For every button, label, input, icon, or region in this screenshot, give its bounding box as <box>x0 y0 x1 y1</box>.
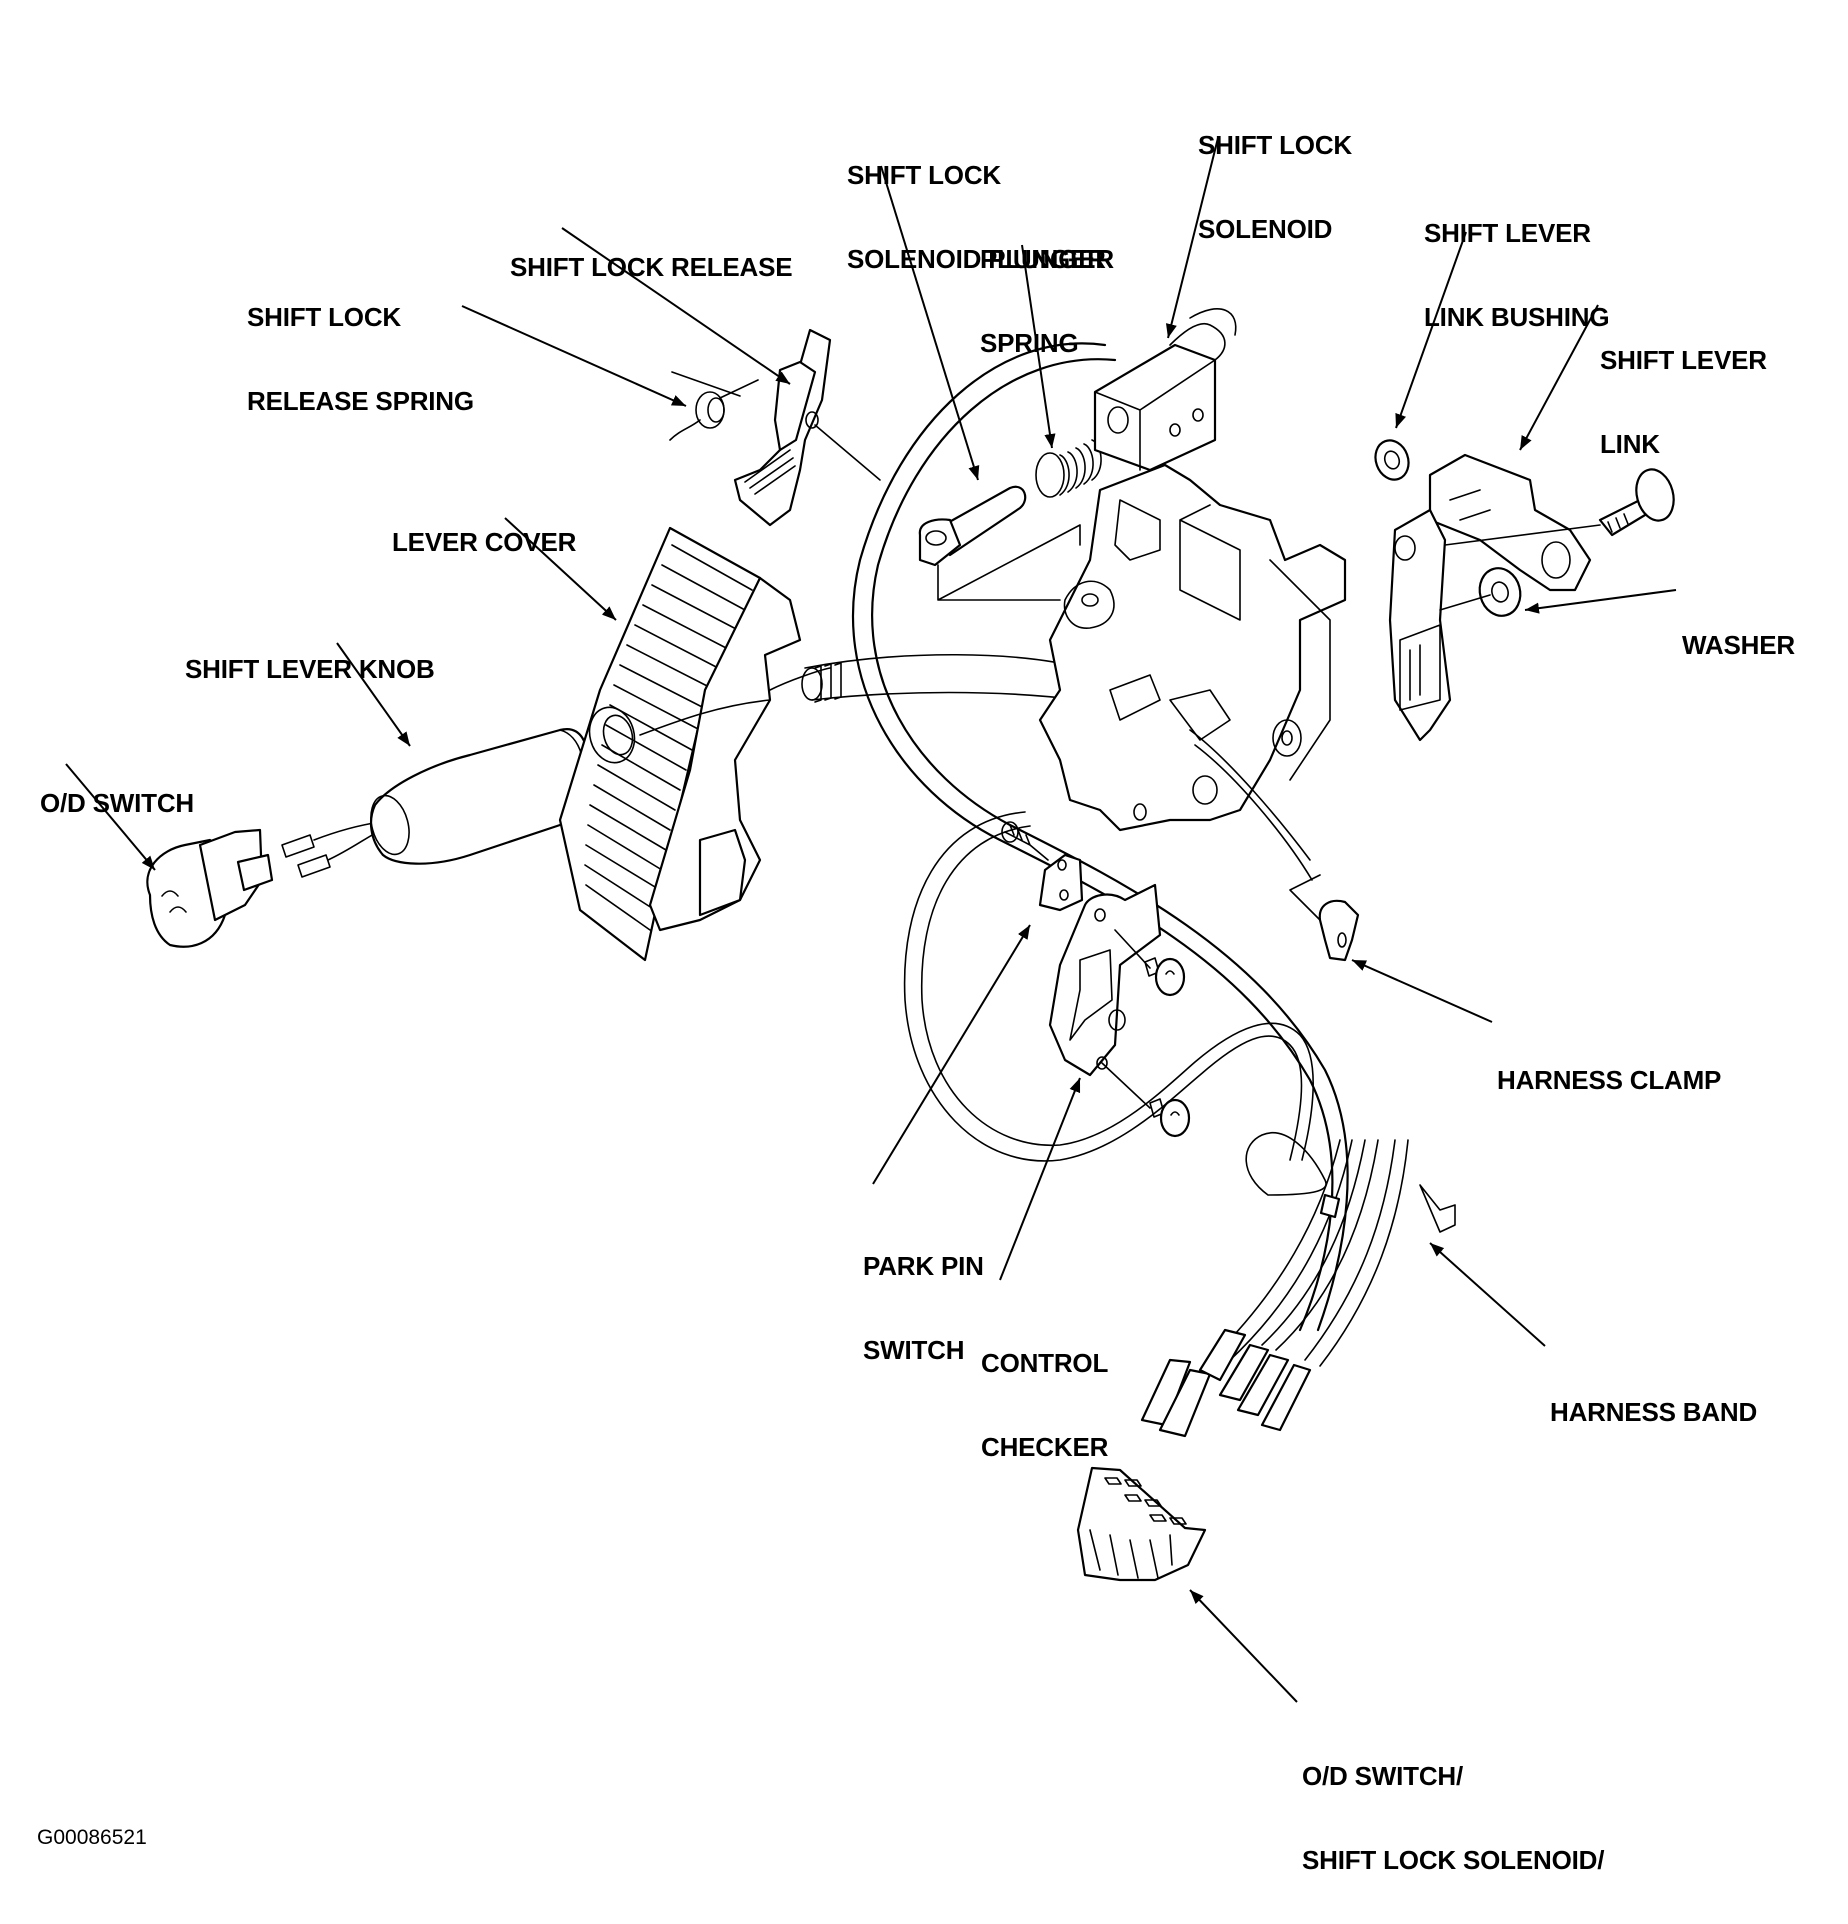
callout-line: PLUNGER <box>980 244 1106 274</box>
callout-shift-lever-link-bushing: SHIFT LEVER LINK BUSHING <box>1424 163 1610 387</box>
control-checker-part <box>1048 883 1191 1138</box>
shift-lock-release-part <box>733 328 881 527</box>
callout-control-checker: CONTROL CHECKER <box>981 1293 1108 1517</box>
shift-lever-bracket-part <box>1038 463 1347 881</box>
solenoid-plunger-part <box>918 485 1081 601</box>
callout-line: SHIFT LOCK <box>247 302 401 332</box>
lever-cover-part <box>558 526 831 962</box>
callout-line: HARNESS CLAMP <box>1497 1065 1722 1095</box>
callout-line: PARK PIN <box>863 1251 984 1281</box>
callout-shift-lever-link: SHIFT LEVER LINK <box>1600 290 1767 514</box>
callout-connector: O/D SWITCH/ SHIFT LOCK SOLENOID/ PARK PI… <box>1302 1706 1604 1924</box>
callout-line: O/D SWITCH/ <box>1302 1761 1464 1791</box>
callout-park-pin-switch: PARK PIN SWITCH <box>863 1196 984 1420</box>
callout-washer: WASHER <box>1682 575 1795 715</box>
callout-line: SHIFT LOCK <box>847 160 1001 190</box>
callout-plunger-spring: PLUNGER SPRING <box>980 189 1106 413</box>
callout-shift-lock-release-spring: SHIFT LOCK RELEASE SPRING <box>247 247 474 471</box>
callout-shift-lock-solenoid-plunger: SHIFT LOCK SOLENOID PLUNGER <box>847 105 1114 329</box>
plunger-spring-part <box>1035 439 1102 498</box>
callout-line: WASHER <box>1682 630 1795 660</box>
callout-harness-band: HARNESS BAND <box>1550 1342 1757 1482</box>
callout-line: O/D SWITCH <box>40 788 194 818</box>
callout-shift-lock-release: SHIFT LOCK RELEASE <box>510 197 793 337</box>
park-pin-switch-part <box>1001 821 1084 912</box>
callout-shift-lock-solenoid: SHIFT LOCK SOLENOID <box>1198 75 1352 299</box>
od-switch-part <box>146 821 386 948</box>
callout-line: HARNESS BAND <box>1550 1397 1758 1427</box>
callout-harness-clamp: HARNESS CLAMP <box>1497 1010 1721 1150</box>
callout-line: SHIFT LOCK SOLENOID/ <box>1302 1845 1605 1875</box>
callout-line: LEVER COVER <box>392 527 577 557</box>
figure-id: G00086521 <box>37 1826 147 1849</box>
solenoid-part <box>1093 308 1237 472</box>
callout-lever-cover: LEVER COVER <box>392 472 576 612</box>
callout-line: SHIFT LOCK <box>1198 130 1352 160</box>
callout-line: CHECKER <box>981 1432 1109 1462</box>
checker-harness <box>903 811 1314 1162</box>
shift-lever-link-part <box>1374 439 1675 742</box>
callout-line: CONTROL <box>981 1348 1109 1378</box>
callout-line: RELEASE SPRING <box>247 386 474 416</box>
harness-leads <box>1140 1132 1456 1438</box>
callout-line: SPRING <box>980 328 1079 358</box>
callout-line: SHIFT LEVER <box>1600 345 1767 375</box>
callout-line: LINK BUSHING <box>1424 302 1610 332</box>
leader-lines <box>65 137 1677 1703</box>
harness-clamp-part <box>1289 874 1360 962</box>
callout-od-switch: O/D SWITCH <box>40 733 194 873</box>
callout-line: SHIFT LOCK RELEASE <box>510 252 793 282</box>
callout-line: SHIFT LEVER KNOB <box>185 654 435 684</box>
callout-shift-lever-knob: SHIFT LEVER KNOB <box>185 599 435 739</box>
callout-line: SOLENOID PLUNGER <box>847 244 1114 274</box>
callout-line: SHIFT LEVER <box>1424 218 1591 248</box>
connector-part <box>1076 1466 1207 1582</box>
callout-line: SOLENOID <box>1198 214 1333 244</box>
callout-line: LINK <box>1600 429 1660 459</box>
shift-lock-release-spring-part <box>669 371 759 441</box>
callout-line: SWITCH <box>863 1335 965 1365</box>
